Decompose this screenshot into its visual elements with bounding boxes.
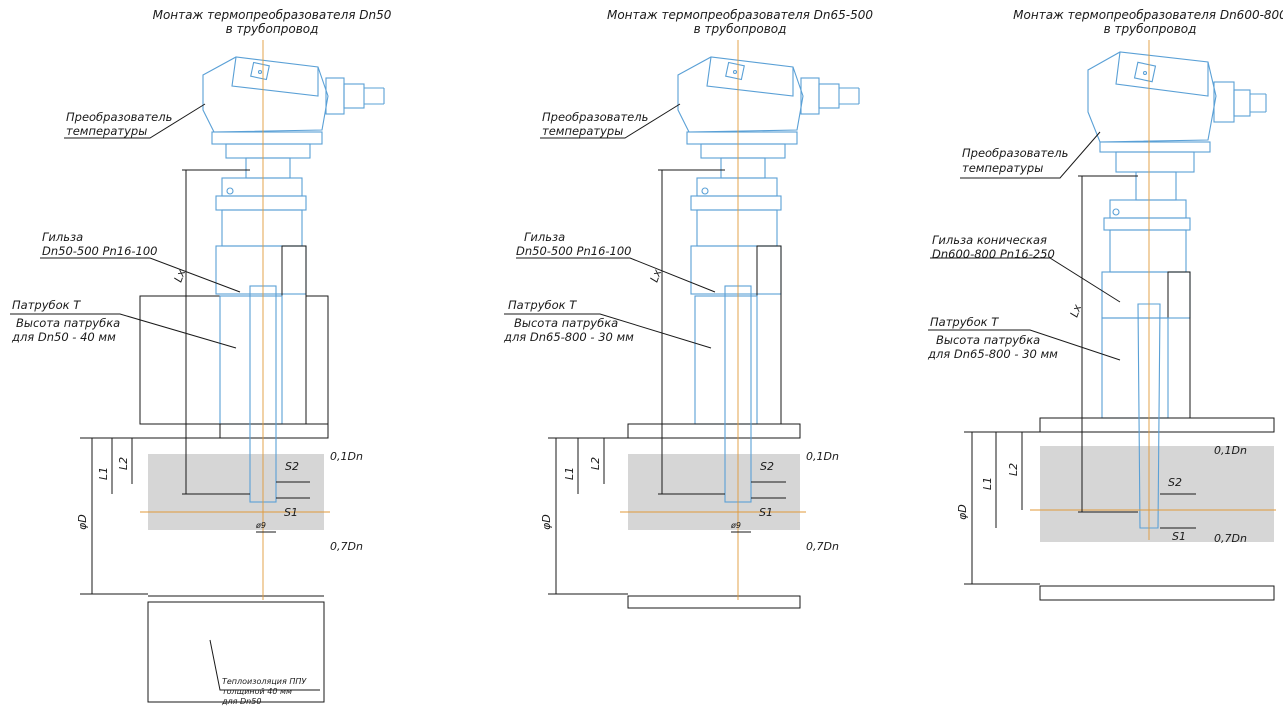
d1-transmitter-label-2: температуры [66,124,147,138]
d3-s2-label: S2 [1168,476,1182,489]
d3-pipe-flow-zone [1040,446,1274,542]
d1-phi9-label: ø9 [255,521,266,530]
d2-transmitter-head-icon [677,56,860,179]
d1-pipe-flow-zone [148,454,324,530]
diagram-dn600-800: Монтаж термопреобразователя Dn600-800 в … [927,8,1283,601]
d1-sleeve-label-1: Гильза [42,230,83,244]
d1-boss-wall [281,245,307,425]
d3-boss-label-1: Патрубок Т [930,315,999,329]
d2-07dn-label: 0,7Dn [806,540,839,553]
diagram-dn50: Монтаж термопреобразователя Dn50 в трубо… [10,8,392,706]
d1-boss-label-1: Патрубок Т [12,298,81,312]
d1-insulation-label-2: толщиной 40 мм [222,687,292,696]
d1-transmitter-head-icon [202,56,385,179]
d1-l2-label: L2 [117,457,130,470]
d3-phid-label: φD [956,504,969,520]
d3-boss-wall [1167,271,1191,419]
d2-transmitter-label-2: температуры [542,124,623,138]
d2-boss-wall [756,245,782,425]
d1-07dn-label: 0,7Dn [330,540,363,553]
d2-phid-label: φD [540,514,553,530]
d1-insulation-label-1: Теплоизоляция ППУ [222,677,307,686]
d3-title-1: Монтаж термопреобразователя Dn600-800 [1013,8,1283,22]
d2-pipe-wall-bottom [627,595,801,609]
d3-pipe-wall-top [1039,417,1275,433]
d1-phid-label: φD [76,514,89,530]
d3-boss [1101,317,1169,419]
d2-transmitter-label-1: Преобразователь [542,110,648,124]
d3-title-2: в трубопровод [1104,22,1197,36]
d3-transmitter-head-icon [1087,51,1267,201]
d3-boss-label-2: Высота патрубка [936,333,1040,347]
d1-transmitter-label-1: Преобразователь [66,110,172,124]
d1-insulation-left [139,295,221,425]
d1-l1-label: L1 [97,467,110,480]
d2-01dn-label: 0,1Dn [806,450,839,463]
d3-transmitter-label-1: Преобразователь [962,146,1068,160]
d3-01dn-label: 0,1Dn [1214,444,1247,457]
d1-s2-label: S2 [285,460,299,473]
d2-l2-label: L2 [589,457,602,470]
d1-lx-label: Lx [172,267,189,284]
d3-pipe-wall-bottom [1039,585,1275,601]
d3-lx-label: Lx [1068,302,1085,319]
d2-boss-label-2: Высота патрубка [514,316,618,330]
d3-sleeve-label-2: Dn600-800 Pn16-250 [932,247,1055,261]
d2-l1-label: L1 [563,467,576,480]
d2-lx-label: Lx [648,267,665,284]
d2-pipe-flow-zone [628,454,800,530]
d1-fitting [215,177,307,295]
d1-insulation-label-3: для Dn50 [221,697,261,706]
d3-sleeve-label-1: Гильза коническая [932,233,1047,247]
d1-insulation-bottom [147,601,325,703]
d2-fitting [690,177,782,295]
d2-title-1: Монтаж термопреобразователя Dn65-500 [607,8,873,22]
d1-title-2: в трубопровод [226,22,319,36]
d1-boss [219,295,283,425]
d2-boss-label-3: для Dn65-800 - 30 мм [503,330,634,344]
d2-pipe-wall-top [627,423,801,439]
d2-sleeve-label-1: Гильза [524,230,565,244]
d3-fitting [1101,199,1191,319]
d1-boss-label-2: Высота патрубка [16,316,120,330]
d1-s1-label: S1 [284,506,298,519]
d3-07dn-label: 0,7Dn [1214,532,1247,545]
d2-boss-label-1: Патрубок Т [508,298,577,312]
d3-l1-label: L1 [981,477,994,490]
d3-l2-label: L2 [1007,463,1020,476]
d3-conical-sleeve [1137,303,1161,529]
d1-boss-label-3: для Dn50 - 40 мм [11,330,116,344]
d1-01dn-label: 0,1Dn [330,450,363,463]
d3-s1-label: S1 [1172,530,1186,543]
d1-pipe-wall-top [219,423,329,439]
d2-sleeve-label-2: Dn50-500 Pn16-100 [516,244,632,258]
d1-sleeve-label-2: Dn50-500 Pn16-100 [42,244,158,258]
d2-s2-label: S2 [760,460,774,473]
d2-s1-label: S1 [759,506,773,519]
d2-title-2: в трубопровод [694,22,787,36]
d3-boss-label-3: для Dn65-800 - 30 мм [927,347,1058,361]
d3-transmitter-label-2: температуры [962,161,1043,175]
diagram-dn65-500: Монтаж термопреобразователя Dn65-500 в т… [503,8,873,609]
d2-phi9-label: ø9 [730,521,741,530]
d1-title-1: Монтаж термопреобразователя Dn50 [153,8,392,22]
d1-insulation-right [305,295,329,425]
d2-boss [694,295,758,425]
